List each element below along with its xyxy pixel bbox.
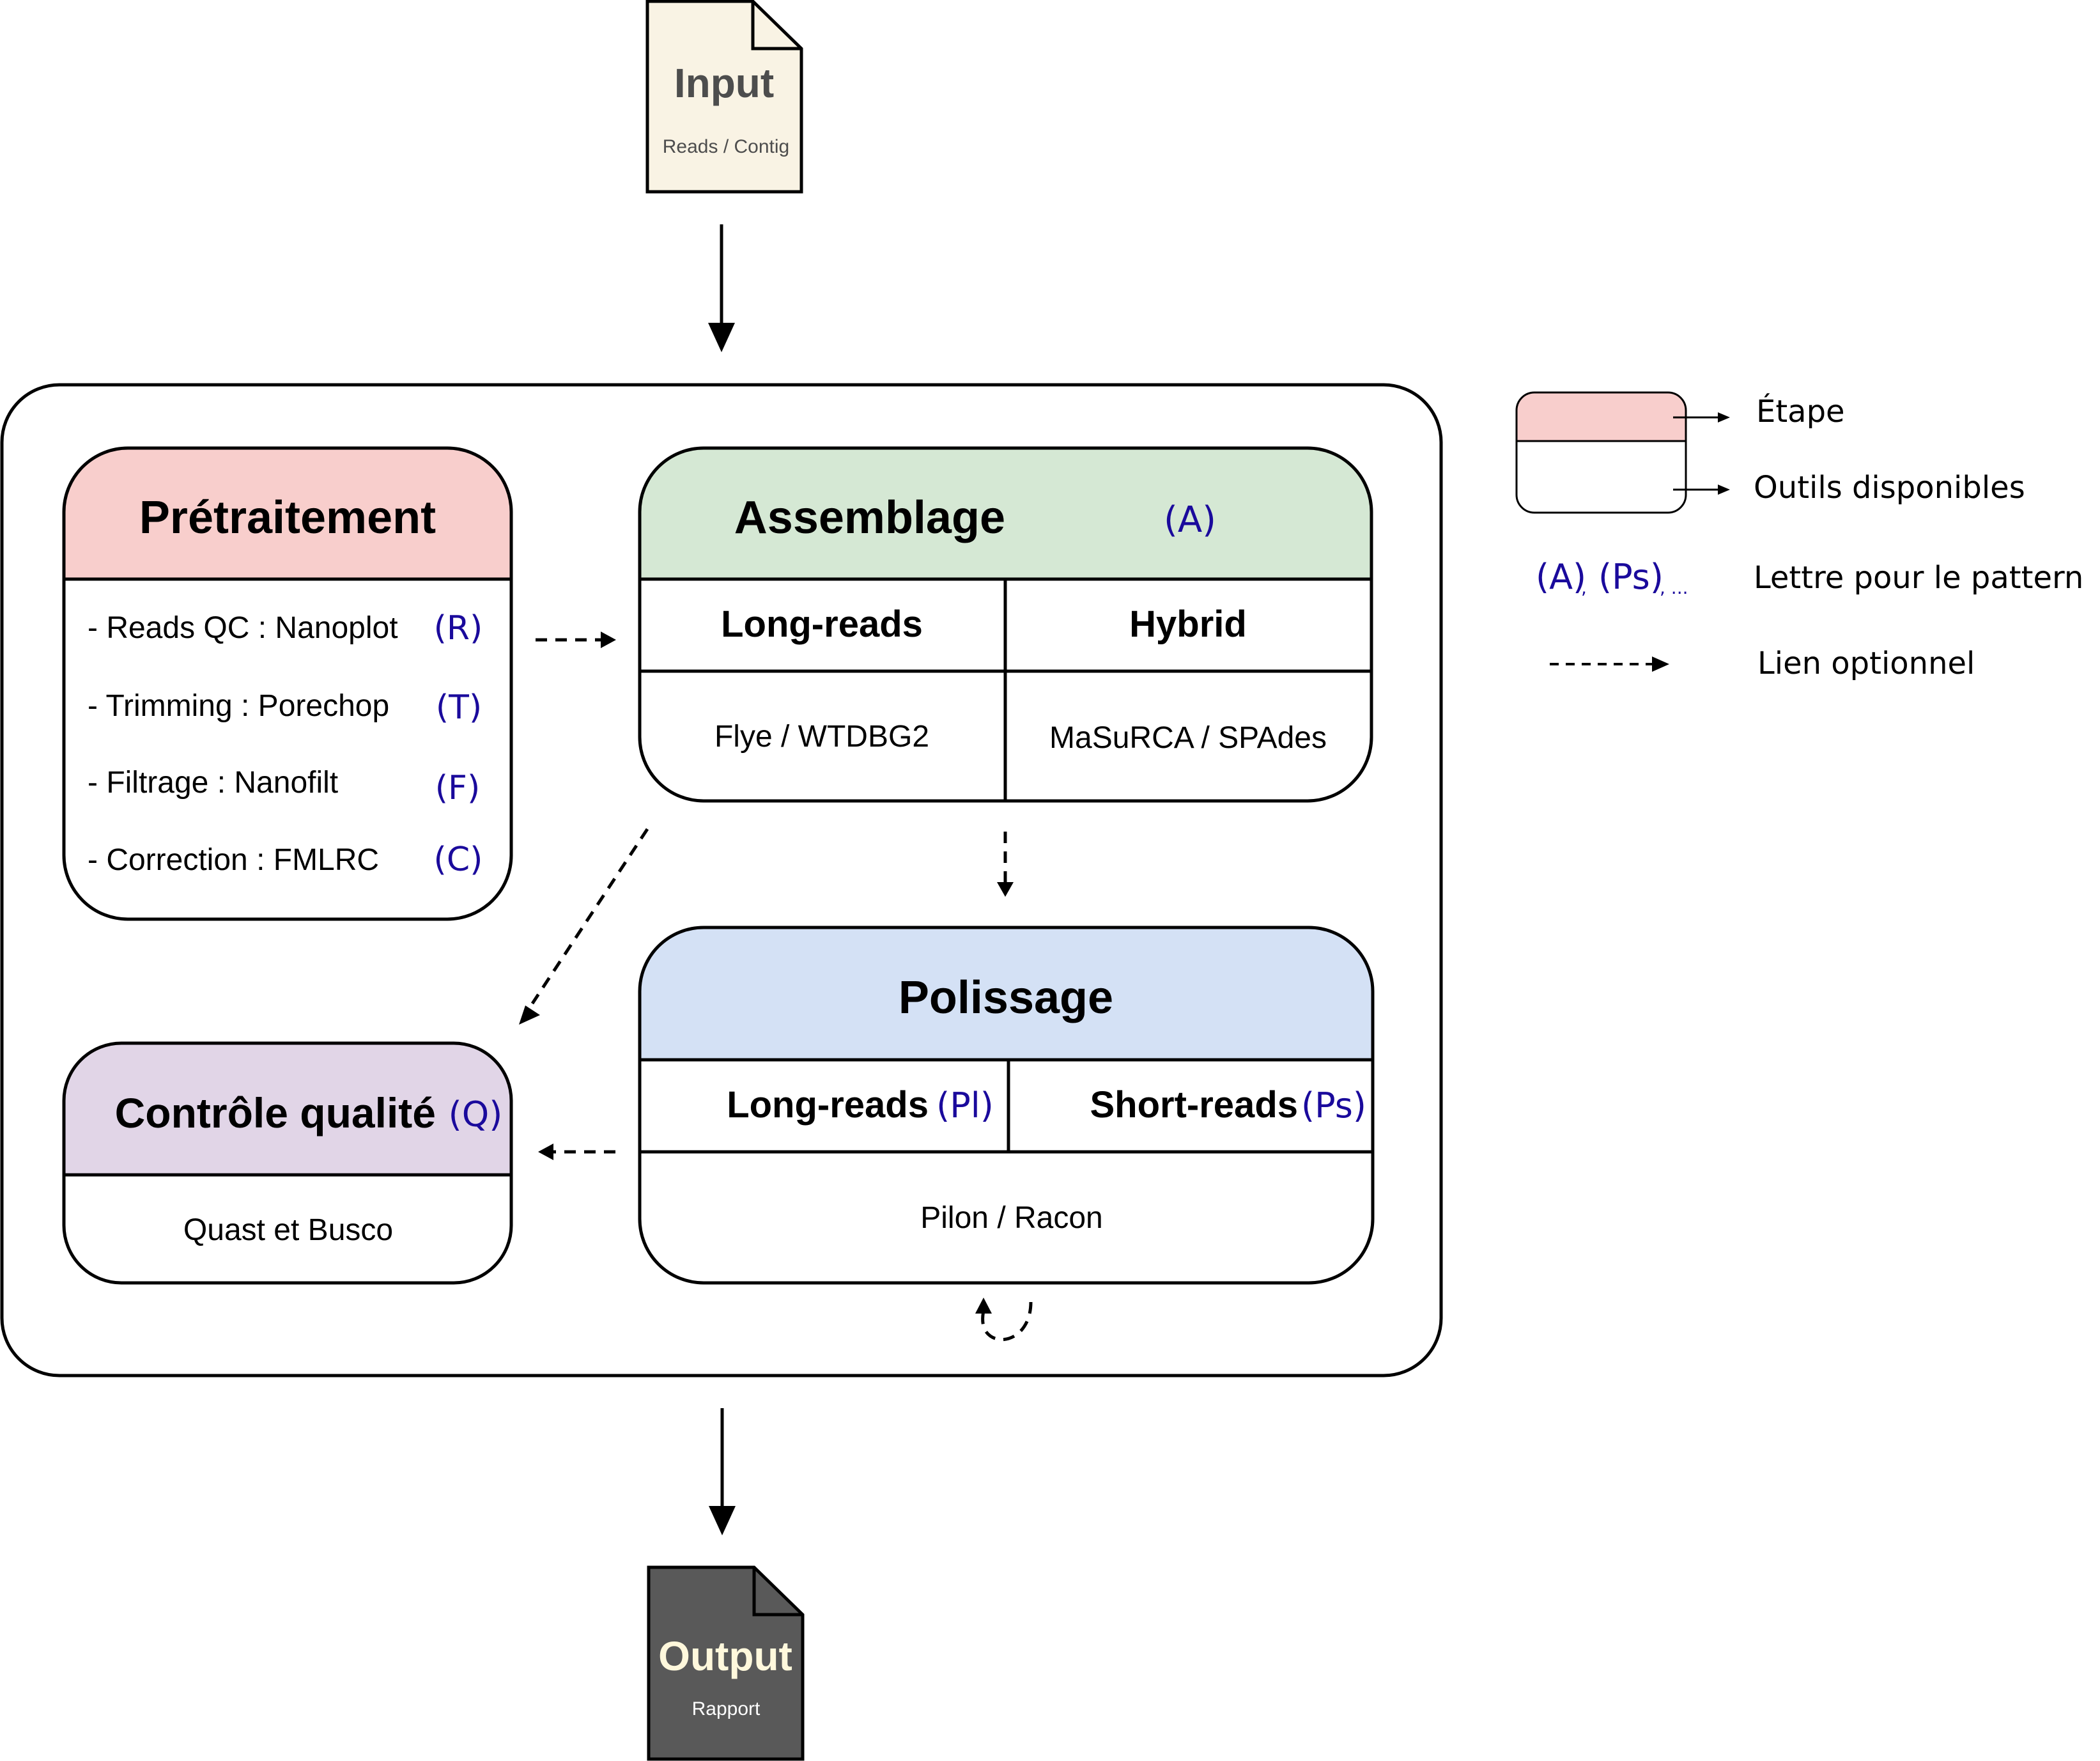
pretraitement-letter-r: (R) <box>434 609 483 648</box>
polissage-letter-ps: (Ps) <box>1301 1085 1366 1126</box>
legend-letter-ps: (Ps) <box>1598 557 1664 597</box>
controle-title: Contrôle qualité <box>115 1089 436 1137</box>
legend-box-icon <box>1515 391 1687 514</box>
output-subtitle: Rapport <box>692 1698 760 1719</box>
pretraitement-item-correction: - Correction : FMLRC <box>88 843 379 877</box>
assemblage-hybrid-header: Hybrid <box>1129 603 1247 645</box>
legend-etape: Étape <box>1756 393 1845 430</box>
pretraitement-item-filtrage: - Filtrage : Nanofilt <box>88 766 338 800</box>
legend-letter-sep2: , ... <box>1660 577 1688 598</box>
output-document: Output Rapport <box>647 1565 805 1761</box>
assemblage-title: Assemblage <box>734 492 1005 543</box>
pretraitement-box: Prétraitement - Reads QC : Nanoplot (R) … <box>62 446 513 921</box>
output-arrow <box>709 1408 736 1535</box>
legend-letters-label: Lettre pour le pattern <box>1754 560 2083 596</box>
link-asm-to-controle <box>530 828 649 1005</box>
controle-box: Contrôle qualité (Q) Quast et Busco <box>62 1041 513 1285</box>
pretraitement-item-trimming: - Trimming : Porechop <box>88 689 389 723</box>
legend-letter-sep1: , <box>1581 577 1587 598</box>
input-subtitle: Reads / Contig <box>663 136 789 157</box>
assemblage-hybrid-tools: MaSuRCA / SPAdes <box>1049 721 1327 755</box>
polissage-box: Polissage Long-reads (Pl) Short-reads (P… <box>638 926 1375 1285</box>
optional-links <box>530 638 1033 1342</box>
pretraitement-letter-f: (F) <box>435 769 480 807</box>
legend-link-label: Lien optionnel <box>1757 646 1975 681</box>
polissage-longreads-header: Long-reads <box>727 1084 929 1126</box>
assemblage-longreads-tools: Flye / WTDBG2 <box>714 720 929 754</box>
pretraitement-title: Prétraitement <box>139 492 436 543</box>
input-title: Input <box>674 60 774 106</box>
polissage-shortreads-header: Short-reads <box>1090 1084 1298 1126</box>
polissage-letter-pl: (Pl) <box>936 1085 994 1126</box>
legend: Étape Outils disponibles (A) , (Ps) , ..… <box>1515 391 2083 681</box>
legend-letter-a: (A) <box>1536 557 1586 597</box>
controle-letter: (Q) <box>449 1094 503 1135</box>
pretraitement-letter-c: (C) <box>434 841 483 879</box>
assemblage-letter: (A) <box>1164 499 1216 541</box>
pretraitement-letter-t: (T) <box>436 688 482 727</box>
optional-link-heads <box>519 632 1014 1314</box>
link-pol-loop <box>981 1301 1033 1342</box>
assemblage-box: Assemblage (A) Long-reads Hybrid Flye / … <box>638 446 1373 803</box>
input-document: Input Reads / Contig <box>645 0 803 194</box>
polissage-tools: Pilon / Racon <box>920 1201 1103 1235</box>
polissage-title: Polissage <box>899 972 1113 1023</box>
output-title: Output <box>658 1633 792 1679</box>
pretraitement-item-reads-qc: - Reads QC : Nanoplot <box>88 611 398 645</box>
input-arrow <box>708 224 735 352</box>
assemblage-longreads-header: Long-reads <box>721 603 923 645</box>
legend-outils: Outils disponibles <box>1754 470 2025 506</box>
controle-tools: Quast et Busco <box>183 1213 393 1247</box>
